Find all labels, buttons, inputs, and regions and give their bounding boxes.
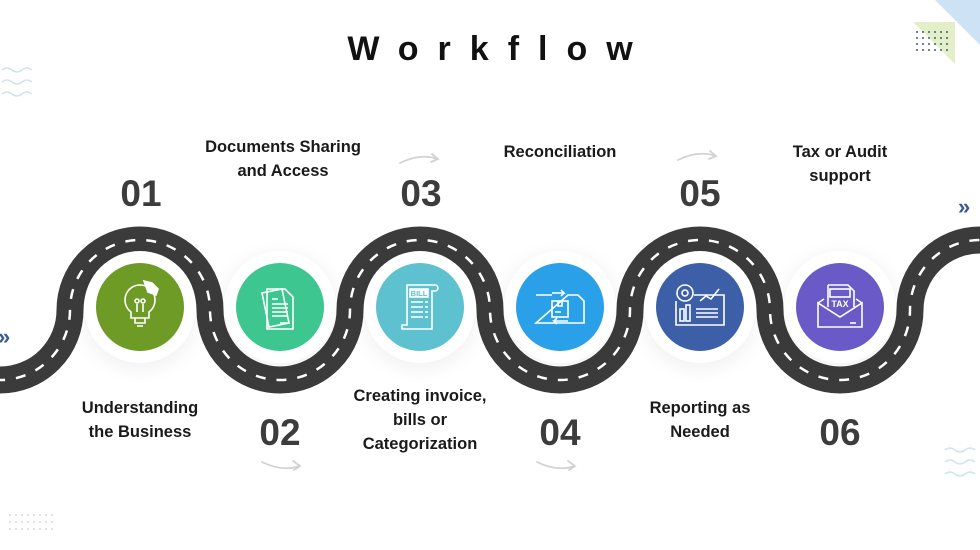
step-6-label: Tax or Audit support	[740, 140, 940, 188]
deco-dots-top-right	[916, 31, 948, 51]
label-line: and Access	[237, 162, 329, 180]
deco-triangle-blue-2	[960, 22, 980, 44]
label-line: the Business	[88, 423, 192, 441]
step-1-circle	[96, 263, 184, 351]
arrow-icon	[261, 460, 302, 471]
step-number-04: 04	[539, 412, 581, 453]
label-line: Reporting as	[649, 399, 751, 417]
label-line: Documents Sharing	[205, 138, 361, 156]
step-2-circle	[236, 263, 324, 351]
double-chevron-right-icon: »	[0, 324, 10, 350]
step-4-circle	[516, 263, 604, 351]
label-line: Categorization	[362, 435, 478, 453]
label-line: Creating invoice,	[353, 387, 487, 405]
deco-dots-bottom-left	[9, 514, 53, 530]
arrow-icon	[536, 460, 577, 471]
double-chevron-right-icon: »	[958, 194, 971, 219]
label-line: support	[809, 167, 871, 185]
label-line: Understanding	[81, 399, 199, 417]
tax-envelope-icon: TAX	[817, 284, 863, 328]
step-1-label: Understanding the Business	[40, 396, 240, 444]
road	[0, 226, 980, 394]
step-number-03: 03	[400, 173, 442, 214]
page-title: Workflow	[347, 30, 652, 68]
step-number-02: 02	[259, 412, 301, 453]
deco-waves-right	[944, 447, 976, 477]
step-3-circle: BILL	[376, 263, 464, 351]
label-line: bills or	[392, 411, 448, 429]
label-line: Reconciliation	[503, 143, 617, 161]
step-number-05: 05	[679, 173, 721, 214]
step-5-circle	[656, 263, 744, 351]
reconciliation-box-icon	[533, 289, 585, 325]
bill-icon: BILL	[401, 284, 439, 330]
deco-waves-left	[1, 67, 33, 97]
report-dashboard-icon	[675, 284, 725, 326]
step-3-label: Creating invoice, bills or Categorizatio…	[320, 384, 520, 456]
arrow-icon	[399, 153, 440, 164]
documents-icon	[261, 288, 294, 330]
step-6-circle: TAX	[796, 263, 884, 351]
step-4-label: Reconciliation	[460, 140, 660, 164]
step-number-01: 01	[120, 173, 162, 214]
step-number-06: 06	[819, 412, 861, 453]
lightbulb-puzzle-icon	[124, 279, 159, 327]
label-line: Needed	[670, 423, 730, 441]
tax-icon-text: TAX	[831, 299, 848, 309]
deco-triangle-blue	[935, 0, 980, 45]
step-2-label: Documents Sharing and Access	[183, 135, 383, 183]
step-5-label: Reporting as Needed	[600, 396, 800, 444]
bill-icon-text: BILL	[411, 289, 428, 298]
arrow-icon	[677, 150, 718, 161]
label-line: Tax or Audit	[792, 143, 888, 161]
